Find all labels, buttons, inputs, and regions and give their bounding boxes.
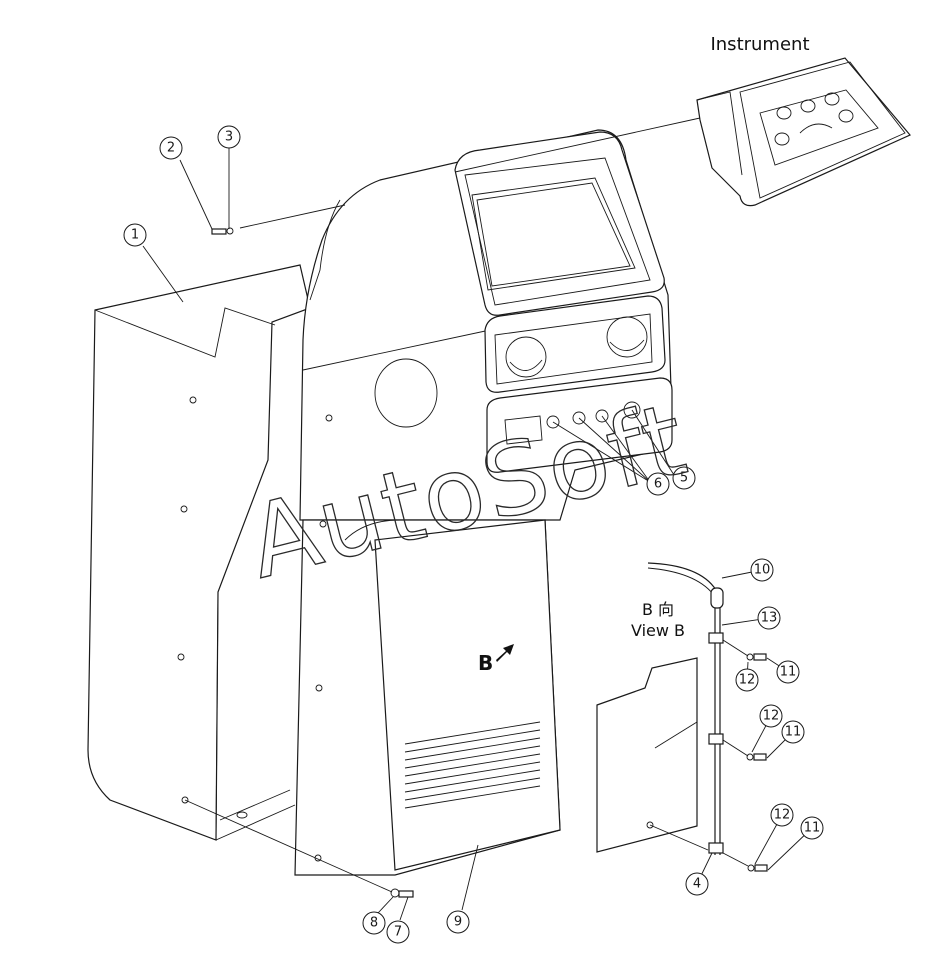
callout-2: 2 bbox=[159, 136, 183, 160]
screw-2-3 bbox=[179, 148, 234, 235]
callout-3: 3 bbox=[217, 125, 241, 149]
callout-4: 4 bbox=[685, 872, 709, 896]
view-b-arrow: B bbox=[478, 644, 514, 675]
instrument-label: Instrument bbox=[710, 34, 809, 55]
callout-10-text: 10 bbox=[754, 563, 771, 578]
vent-slots bbox=[404, 721, 541, 809]
callout-9: 9 bbox=[446, 910, 470, 934]
callout-11-bottom: 11 bbox=[800, 816, 824, 840]
dash-console bbox=[294, 129, 677, 876]
callout-9-text: 9 bbox=[454, 915, 462, 930]
view-b-en-label: View B bbox=[631, 621, 685, 640]
callout-11-mid-text: 11 bbox=[785, 725, 802, 740]
callout-7-text: 7 bbox=[394, 925, 402, 940]
callout-12-mid-text: 12 bbox=[763, 709, 780, 724]
callout-12-text: 12 bbox=[739, 673, 756, 688]
side-panel bbox=[87, 264, 311, 841]
callout-1-text: 1 bbox=[131, 228, 139, 243]
callout-7: 7 bbox=[386, 920, 410, 944]
callout-12-bottom: 12 bbox=[770, 803, 794, 827]
b-marker-label: B bbox=[478, 651, 493, 675]
callout-11-mid: 11 bbox=[781, 720, 805, 744]
callout-13: 13 bbox=[757, 606, 781, 630]
callout-12-mid: 12 bbox=[759, 704, 783, 728]
clip-screw-mid bbox=[722, 739, 767, 761]
view-b-cn-label: B 向 bbox=[642, 600, 674, 619]
clip-screw-bottom bbox=[722, 852, 768, 872]
callout-11-bottom-text: 11 bbox=[804, 821, 821, 836]
callout-5-text: 5 bbox=[680, 471, 688, 486]
callout-8: 8 bbox=[362, 911, 386, 935]
callout-8-text: 8 bbox=[370, 916, 378, 931]
view-b-detail: B 向 View B bbox=[596, 562, 768, 872]
callout-11-text: 11 bbox=[780, 665, 797, 680]
callout-2-text: 2 bbox=[167, 141, 175, 156]
callout-6: 6 bbox=[646, 472, 670, 496]
callout-13-text: 13 bbox=[761, 611, 778, 626]
clip-screw-top bbox=[722, 639, 767, 661]
callout-12: 12 bbox=[735, 668, 759, 692]
callout-5: 5 bbox=[672, 466, 696, 490]
instrument-cluster bbox=[239, 57, 911, 229]
callout-6-text: 6 bbox=[654, 477, 662, 492]
callout-11: 11 bbox=[776, 660, 800, 684]
callout-10: 10 bbox=[750, 558, 774, 582]
bolt-7-8 bbox=[184, 799, 414, 921]
callout-3-text: 3 bbox=[225, 130, 233, 145]
callout-1: 1 bbox=[123, 223, 147, 247]
callout-4-text: 4 bbox=[693, 877, 701, 892]
callout-12-bottom-text: 12 bbox=[774, 808, 791, 823]
